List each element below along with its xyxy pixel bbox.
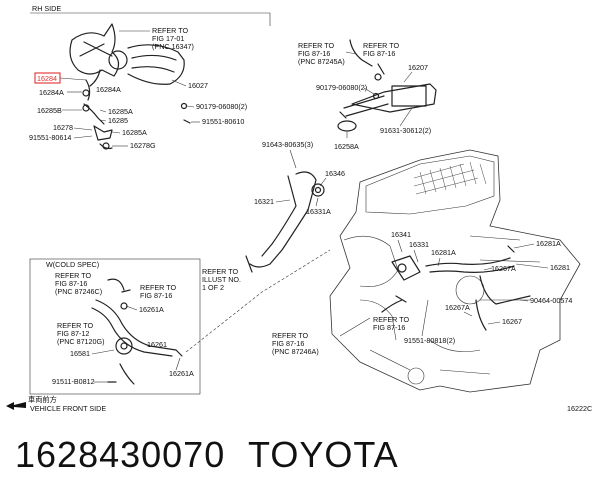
part-16267a-lower[interactable]: 16267A	[445, 303, 470, 312]
part-16331a[interactable]: 16331A	[306, 207, 331, 216]
hose-16281	[425, 257, 511, 267]
ref-17-01-line2: FIG 17-01	[152, 34, 184, 43]
water-inlet-16321	[249, 171, 317, 268]
ref-17-01-line3: (PNC 16347)	[152, 42, 194, 51]
inset-ref-a-line3: (PNC 87246C)	[55, 287, 102, 296]
ref-87-16-a-line2: FIG 87-16	[298, 49, 330, 58]
rh-side-label: RH SIDE	[32, 4, 61, 13]
part-16346[interactable]: 16346	[325, 169, 345, 178]
part-91631-30612[interactable]: 91631-30612(2)	[380, 126, 431, 135]
hose-16284	[85, 79, 91, 101]
ref-87-16-b-line1: REFER TO	[363, 41, 399, 50]
inset-ref-a-line1: REFER TO	[55, 271, 91, 280]
rh-side-bracket	[30, 12, 271, 26]
ref-87-16-b-line2: FIG 87-16	[363, 49, 395, 58]
part-16284a-left[interactable]: 16284A	[39, 88, 64, 97]
thermostat-16346	[311, 183, 325, 197]
ref-87-16-d-line3: (PNC 87246A)	[272, 347, 319, 356]
inset-ref-b-line2: FIG 87-16	[140, 291, 172, 300]
inset-heater-16581	[115, 337, 133, 355]
ref-illust-line1: REFER TO	[202, 267, 238, 276]
inset-part-16261a-upper[interactable]: 16261A	[139, 305, 164, 314]
part-91551-80610[interactable]: 91551-80610	[202, 117, 244, 126]
part-91551-80818[interactable]: 91551-80818(2)	[404, 336, 455, 345]
part-90179-06080-right[interactable]: 90179-06080(2)	[316, 83, 367, 92]
part-16341[interactable]: 16341	[391, 230, 411, 239]
part-16281a-right[interactable]: 16281A	[536, 239, 561, 248]
vehicle-front-en: VEHICLE FRONT SIDE	[30, 404, 106, 413]
part-16331[interactable]: 16331	[409, 240, 429, 249]
gasket-16258a	[337, 120, 357, 132]
part-16281a-center[interactable]: 16281A	[431, 248, 456, 257]
part-16267[interactable]: 16267	[502, 317, 522, 326]
vehicle-front-cn: 車両前方	[28, 395, 57, 404]
part-16281[interactable]: 16281	[550, 263, 570, 272]
part-16278g[interactable]: 16278G	[130, 141, 156, 150]
inset-part-16261[interactable]: 16261	[147, 340, 167, 349]
ref-87-16-c-line2: FIG 87-16	[373, 323, 405, 332]
part-16284-highlighted[interactable]: 16284	[37, 74, 57, 83]
part-16267a-upper[interactable]: 16267A	[491, 264, 516, 273]
brand-caption: TOYOTA	[248, 434, 399, 475]
part-16321[interactable]: 16321	[254, 197, 274, 206]
part-90179-06080-left[interactable]: 90179-06080(2)	[196, 102, 247, 111]
part-91551-80614[interactable]: 91551-80614	[29, 133, 71, 142]
figure-code: 16222C	[567, 404, 592, 413]
ref-87-16-c-line1: REFER TO	[373, 315, 409, 324]
part-16027[interactable]: 16027	[188, 81, 208, 90]
hose-16267	[479, 275, 531, 305]
bolt-90179	[180, 102, 188, 110]
water-pump-assembly	[69, 23, 185, 87]
part-16285a-lower[interactable]: 16285A	[122, 128, 147, 137]
part-number-caption: 1628430070	[15, 434, 226, 475]
cold-spec-title: W(COLD SPEC)	[46, 260, 99, 269]
part-16207[interactable]: 16207	[408, 63, 428, 72]
part-91643-80635[interactable]: 91643-80635(3)	[262, 140, 313, 149]
ref-87-16-a-line3: (PNC 87245A)	[298, 57, 345, 66]
pipe-16207	[339, 83, 437, 119]
inset-ref-c-line2: FIG 87-12	[57, 329, 89, 338]
inset-ref-a-line2: FIG 87-16	[55, 279, 87, 288]
ref-87-16-a-line1: REFER TO	[298, 41, 334, 50]
part-16278[interactable]: 16278	[53, 123, 73, 132]
footer: 1628430070 TOYOTA	[0, 428, 600, 488]
part-16285b[interactable]: 16285B	[37, 106, 62, 115]
ref-illust-line3: 1 OF 2	[202, 283, 224, 292]
pipe-16285	[83, 103, 105, 125]
inset-part-16581[interactable]: 16581	[70, 349, 90, 358]
leader-dashed	[185, 249, 331, 353]
hose-87245a	[349, 39, 373, 67]
part-16285a-upper[interactable]: 16285A	[108, 107, 133, 116]
bolt-91551-80610	[183, 119, 191, 124]
part-16258a[interactable]: 16258A	[334, 142, 359, 151]
ref-87-16-d-line1: REFER TO	[272, 331, 308, 340]
inset-part-16261a-lower[interactable]: 16261A	[169, 369, 194, 378]
part-16284a-right[interactable]: 16284A	[96, 85, 121, 94]
inset-hose-16261	[95, 299, 177, 351]
part-16285[interactable]: 16285	[108, 116, 128, 125]
water-outlet-16341	[391, 255, 421, 281]
clamp-16284a	[82, 89, 90, 97]
cold-spec-inset-frame	[29, 258, 201, 395]
inset-ref-c-line3: (PNC 87120G)	[57, 337, 105, 346]
bracket-16278	[93, 125, 113, 141]
vehicle-front-arrow-icon	[6, 402, 26, 410]
inset-ref-c-line1: REFER TO	[57, 321, 93, 330]
part-90464-00574[interactable]: 90464-00574	[530, 296, 572, 305]
ref-87-16-d-line2: FIG 87-16	[272, 339, 304, 348]
inset-ref-b-line1: REFER TO	[140, 283, 176, 292]
ref-17-01-line1: REFER TO	[152, 26, 188, 35]
inset-part-91511-b0812[interactable]: 91511-B0812	[52, 377, 95, 386]
parts-diagram: RH SIDE REFER TO FIG 17-01 (PNC 16347) 1…	[6, 4, 592, 413]
ref-illust-line2: ILLUST NO.	[202, 275, 241, 284]
